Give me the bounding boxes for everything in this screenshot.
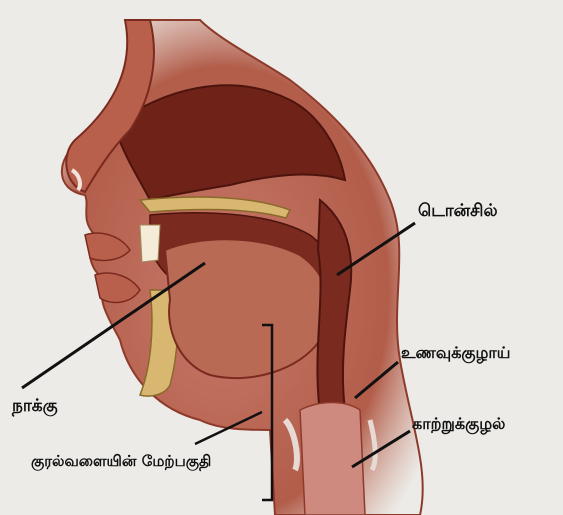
label-tongue: நாக்கு bbox=[12, 396, 58, 418]
label-larynx-upper: குரல்வளையின் மேற்பகுதி bbox=[31, 452, 211, 472]
trachea bbox=[300, 403, 365, 515]
label-food-pipe: உணவுக்குழாய் bbox=[401, 343, 511, 364]
label-tonsil: டொன்சில் bbox=[418, 201, 498, 223]
teeth bbox=[140, 225, 160, 262]
tongue bbox=[165, 239, 328, 378]
label-wind-pipe: காற்றுக்குழல் bbox=[412, 414, 505, 435]
